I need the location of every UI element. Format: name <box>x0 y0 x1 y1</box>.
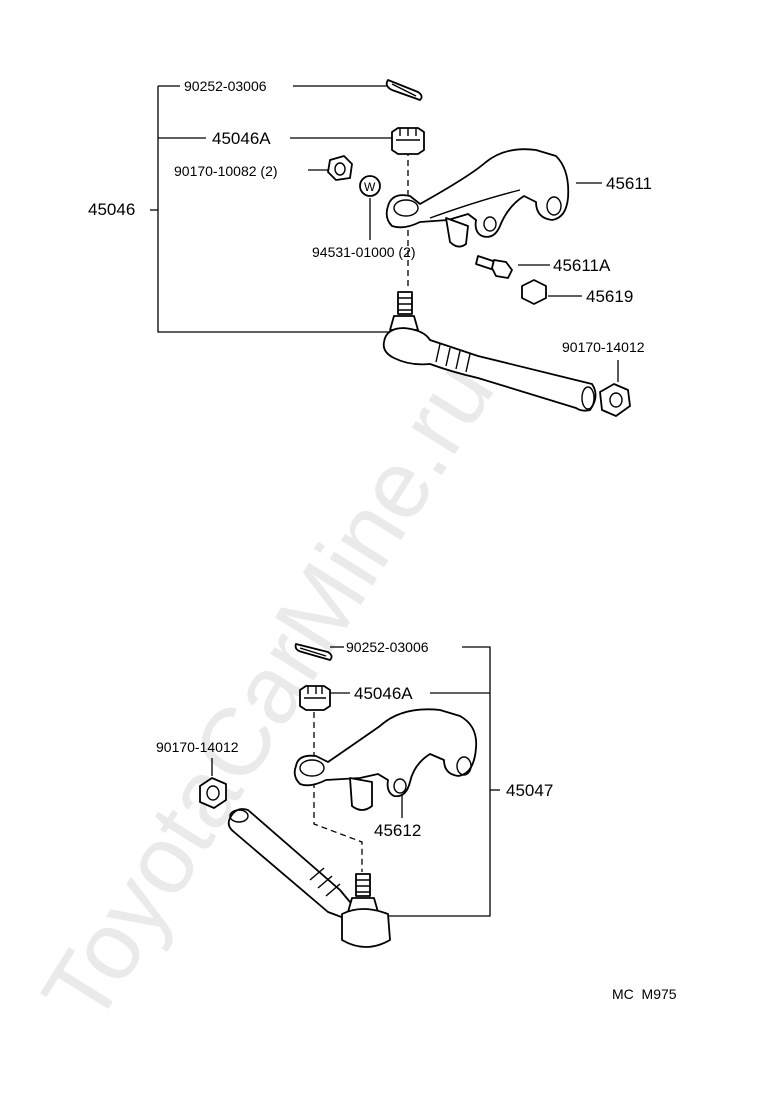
label-castle-nut-bottom: 45046A <box>354 684 413 703</box>
steering-arm-icon <box>385 148 570 248</box>
label-hex-nut-bottom: 90170-14012 <box>156 739 239 755</box>
bolt-icon <box>475 255 513 279</box>
tie-rod-end-icon <box>382 291 597 412</box>
hex-nut-icon <box>199 777 227 809</box>
steering-arm-icon <box>293 708 478 811</box>
top-assembly: W <box>88 78 652 417</box>
hex-nut-icon <box>599 383 631 417</box>
diagram-code: MC M975 <box>612 986 677 1002</box>
label-arm-bottom: 45612 <box>374 821 421 840</box>
small-nut-icon <box>327 155 353 181</box>
label-castle-nut-top: 45046A <box>212 129 271 148</box>
label-group-45047: 45047 <box>506 781 553 800</box>
label-cap-nut: 45619 <box>586 287 633 306</box>
bottom-assembly: 90252-03006 45046A 90170-14012 45612 450… <box>156 639 553 948</box>
cap-nut-icon <box>521 279 547 305</box>
label-hex-nut-top: 90170-14012 <box>562 339 645 355</box>
tie-rod-end-icon <box>227 808 391 948</box>
watermark: ToyotaCarMine.ru <box>22 342 514 1041</box>
label-cotter-pin-bottom: 90252-03006 <box>346 639 429 655</box>
castle-nut-icon <box>391 127 425 155</box>
castle-nut-icon <box>299 685 331 711</box>
washer-icon: W <box>359 175 381 197</box>
label-group-45046: 45046 <box>88 200 135 219</box>
label-small-nut: 90170-10082 (2) <box>174 163 278 179</box>
cotter-pin-icon <box>385 79 423 101</box>
label-bolt: 45611A <box>553 256 611 275</box>
label-cotter-pin-top: 90252-03006 <box>184 78 267 94</box>
label-arm-top: 45611 <box>606 174 652 193</box>
cotter-pin-icon <box>294 643 333 661</box>
label-washer: 94531-01000 (2) <box>312 244 416 260</box>
washer-mark: W <box>364 180 376 194</box>
